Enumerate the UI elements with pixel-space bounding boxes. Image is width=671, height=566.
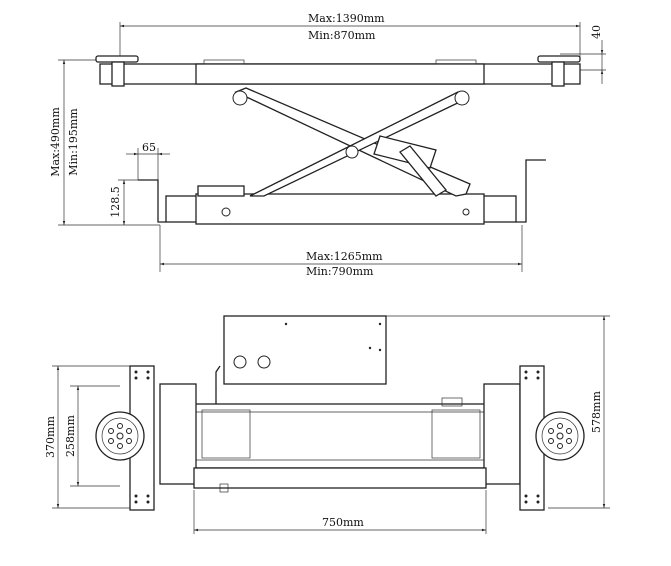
left-pad-post [111, 61, 125, 87]
total-width: 578mm [590, 391, 603, 433]
min-height: Min:195mm [67, 108, 80, 176]
pump-plate [223, 315, 387, 385]
frame-lower [193, 467, 487, 489]
right-support [516, 159, 546, 223]
scissor-arm-a [234, 87, 471, 197]
frame-length: 750mm [322, 516, 364, 529]
left-support [138, 179, 166, 223]
release-handle [215, 365, 221, 404]
left-plate [201, 409, 251, 459]
right-plate [431, 409, 481, 459]
inner-width: 258mm [64, 415, 77, 457]
bottom-min-length: Min:790mm [306, 265, 374, 278]
right-pad-post [551, 61, 565, 87]
left-extension [159, 383, 197, 485]
right-extension [483, 383, 521, 485]
pump-unit [197, 185, 245, 197]
cylinder-rod [399, 145, 447, 197]
left-lift-pad [95, 55, 139, 63]
max-height: Max:490mm [49, 107, 62, 177]
bottom-max-length: Max:1265mm [306, 250, 383, 263]
base-rail-center [195, 193, 485, 225]
top-view: 370mm 258mm 578mm 750mm [44, 315, 610, 534]
left-round-pad [95, 411, 145, 461]
base-height: 128.5 [109, 186, 122, 218]
arm-width: 65 [142, 141, 156, 154]
outer-width: 370mm [44, 416, 57, 458]
right-round-pad [535, 411, 585, 461]
pad-height: 40 [590, 25, 603, 39]
main-frame [193, 403, 487, 469]
top-rail-center [195, 63, 485, 85]
top-min-length: Min:870mm [308, 29, 376, 42]
top-max-length: Max:1390mm [308, 12, 385, 25]
right-lift-pad [537, 55, 581, 63]
side-view: Max:1390mm Min:870mm 40 Max:490mm Min:19… [49, 12, 606, 278]
